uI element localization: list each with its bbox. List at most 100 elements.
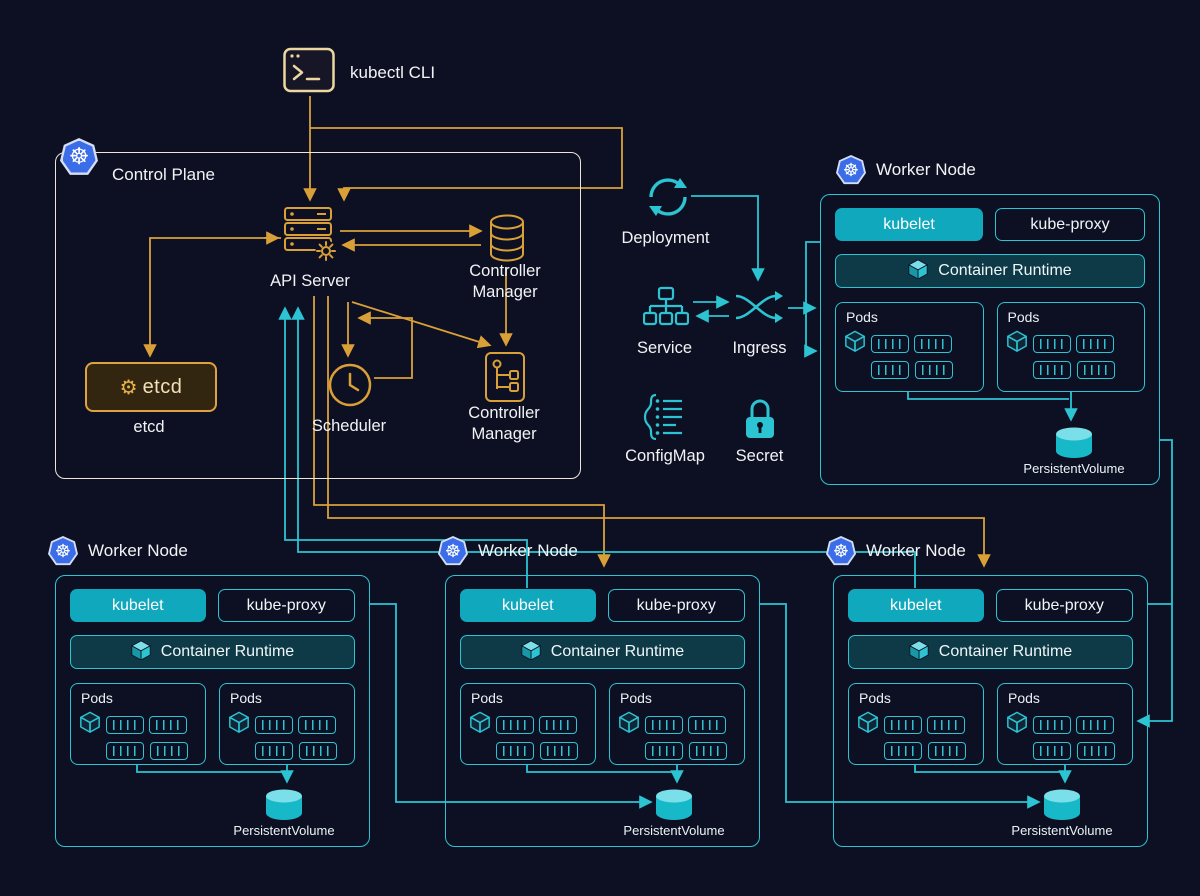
persistent-volume-label: PersistentVolume xyxy=(1011,823,1113,838)
control-plane-title: Control Plane xyxy=(112,165,216,184)
pods-label: Pods xyxy=(81,690,113,706)
kube-proxy-pill: kube-proxy xyxy=(607,589,745,622)
container-icon xyxy=(255,715,293,734)
configmap-label: ConfigMap xyxy=(625,447,705,465)
container-icon xyxy=(1077,742,1115,760)
container-runtime-bar: Container Runtime xyxy=(848,635,1133,669)
persistent-volume-cylinder-icon xyxy=(1044,789,1080,820)
container-runtime-label: Container Runtime xyxy=(938,262,1072,279)
pod-cube-icon xyxy=(79,711,101,738)
api-server-label: API Server xyxy=(270,272,350,290)
container-icon xyxy=(884,715,922,734)
worker-node: ☸ Worker Node kubelet kube-proxy xyxy=(820,154,1160,485)
worker-node: ☸ Worker Node kubelet kube-proxy xyxy=(438,535,760,847)
pods-label: Pods xyxy=(230,690,262,706)
worker-node-title: Worker Node xyxy=(88,541,188,560)
kube-proxy-pill: kube-proxy xyxy=(995,208,1145,241)
pod-cube-icon xyxy=(857,711,879,738)
controller-manager-icon xyxy=(487,213,527,268)
pods-label: Pods xyxy=(1008,690,1040,706)
kubelet-pill: kubelet xyxy=(848,589,984,622)
container-icon xyxy=(255,742,293,760)
persistent-volume-label: PersistentVolume xyxy=(623,823,725,838)
container-icon xyxy=(884,742,922,760)
scheduler-clock-icon xyxy=(327,362,373,413)
kubelet-pill: kubelet xyxy=(835,208,983,241)
container-runtime-label: Container Runtime xyxy=(160,643,295,660)
container-icon xyxy=(871,334,909,353)
persistent-volume-cylinder-icon xyxy=(656,789,692,820)
gear-icon: ⚙ xyxy=(119,375,138,399)
deployment-label: Deployment xyxy=(621,229,710,247)
kubernetes-logo-icon: ☸ xyxy=(438,536,468,566)
container-runtime-cube-icon xyxy=(520,639,541,665)
container-icon xyxy=(1032,361,1071,379)
container-icon xyxy=(1076,361,1115,379)
etcd-box: ⚙ etcd xyxy=(85,362,217,412)
etcd-caption: etcd xyxy=(133,418,165,436)
worker-node-title: Worker Node xyxy=(478,541,578,560)
persistent-volume: PersistentVolume xyxy=(209,789,359,838)
persistent-volume-cylinder-icon xyxy=(1056,427,1092,458)
persistent-volume: PersistentVolume xyxy=(999,427,1149,476)
persistent-volume-cylinder-icon xyxy=(266,789,302,820)
ingress-label: Ingress xyxy=(732,339,787,357)
container-icon xyxy=(928,742,966,760)
persistent-volume: PersistentVolume xyxy=(987,789,1137,838)
kubernetes-logo-icon: ☸ xyxy=(60,138,98,175)
pods-label: Pods xyxy=(846,309,878,325)
pod-cube-icon xyxy=(844,330,866,357)
pod-cube-icon xyxy=(1006,711,1028,738)
container-runtime-cube-icon xyxy=(130,639,151,665)
worker-node-box: kubelet kube-proxy Container Runt xyxy=(833,575,1148,847)
container-icon xyxy=(1033,715,1071,734)
service-icon xyxy=(642,286,690,335)
container-icon xyxy=(688,715,726,734)
pods-box: Pods xyxy=(848,683,984,765)
container-icon xyxy=(689,742,727,760)
ingress-icon xyxy=(734,287,784,334)
etcd-box-label: etcd xyxy=(142,375,183,398)
container-runtime-label: Container Runtime xyxy=(938,643,1073,660)
kubelet-pill: kubelet xyxy=(70,589,206,622)
pods-box: Pods xyxy=(460,683,596,765)
pods-box: Pods xyxy=(996,302,1145,392)
pods-label: Pods xyxy=(859,690,891,706)
container-runtime-label: Container Runtime xyxy=(550,643,685,660)
api-server-icon xyxy=(283,206,339,269)
container-icon xyxy=(871,361,909,379)
pods-box: Pods xyxy=(219,683,355,765)
deployment-icon xyxy=(645,174,691,225)
worker-node-box: kubelet kube-proxy Container Runt xyxy=(55,575,370,847)
container-icon xyxy=(149,715,187,734)
worker-node-title: Worker Node xyxy=(866,541,966,560)
pods-label: Pods xyxy=(1007,309,1040,325)
terminal-icon xyxy=(283,46,335,99)
configmap-icon xyxy=(642,393,688,446)
secret-label: Secret xyxy=(735,447,784,465)
container-icon xyxy=(927,715,965,734)
container-icon xyxy=(645,715,683,734)
container-icon xyxy=(106,715,144,734)
container-runtime-cube-icon xyxy=(908,258,929,284)
controller-manager-bottom-label: Controller Manager xyxy=(468,404,540,443)
container-icon xyxy=(1032,334,1071,353)
pod-cube-icon xyxy=(618,711,640,738)
container-icon xyxy=(496,715,534,734)
pods-box: Pods xyxy=(70,683,206,765)
container-icon xyxy=(496,742,534,760)
container-icon xyxy=(298,715,336,734)
pods-label: Pods xyxy=(471,690,503,706)
worker-node-title: Worker Node xyxy=(876,160,976,179)
kube-proxy-pill: kube-proxy xyxy=(995,589,1133,622)
persistent-volume: PersistentVolume xyxy=(599,789,749,838)
container-icon xyxy=(645,742,683,760)
container-runtime-bar: Container Runtime xyxy=(460,635,745,669)
worker-node-box: kubelet kube-proxy Container Runt xyxy=(445,575,760,847)
worker-node: ☸ Worker Node kubelet kube-proxy xyxy=(826,535,1148,847)
container-icon xyxy=(1075,334,1114,353)
container-runtime-cube-icon xyxy=(908,639,929,665)
kubelet-pill: kubelet xyxy=(460,589,596,622)
container-runtime-bar: Container Runtime xyxy=(835,254,1145,288)
pods-box: Pods xyxy=(835,302,984,392)
